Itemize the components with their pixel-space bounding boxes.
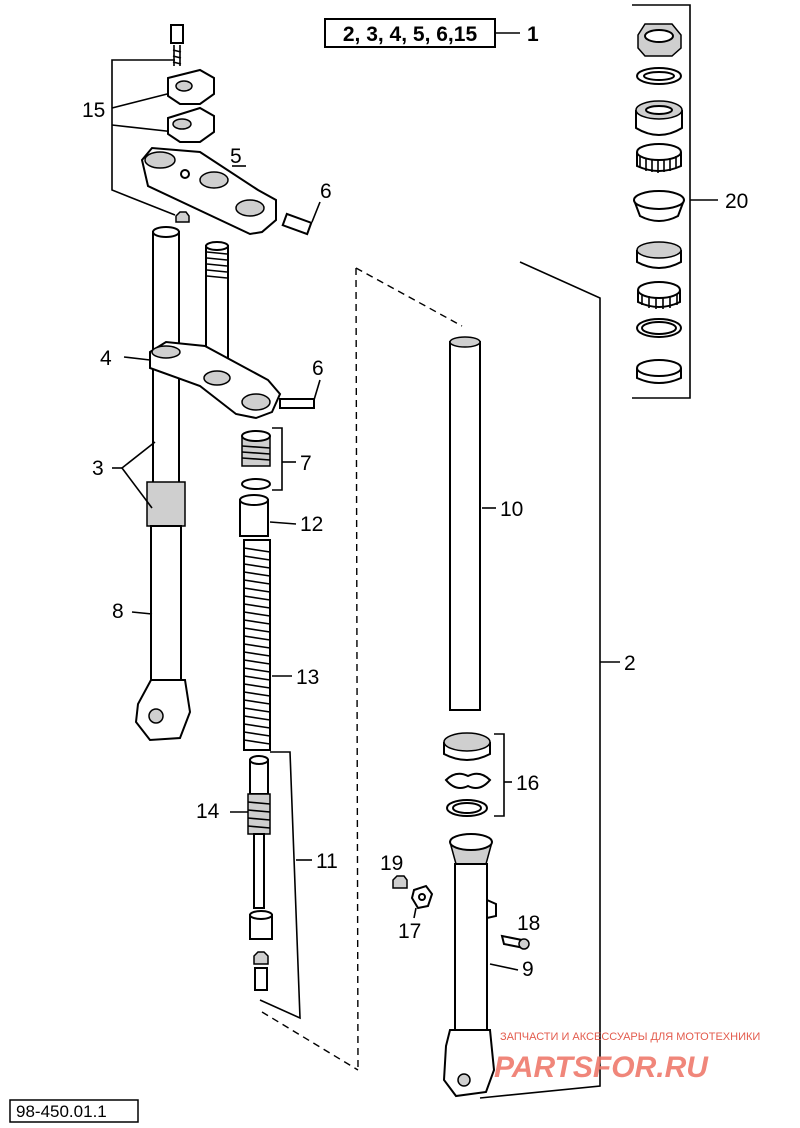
callout-6a: 6 — [320, 180, 332, 203]
watermark-line1: ЗАПЧАСТИ И АКСЕССУАРЫ ДЛЯ МОТОТЕХНИКИ — [500, 1031, 760, 1043]
callout-11: 11 — [316, 850, 338, 873]
assembly-box-text: 2, 3, 4, 5, 6,15 — [343, 23, 478, 46]
callout-18: 18 — [517, 912, 540, 935]
callout-9: 9 — [522, 958, 534, 981]
watermark-line2: PARTSFOR.RU — [494, 1051, 709, 1084]
callout-20: 20 — [725, 190, 748, 213]
left-fork-assembly: 6 4 8 3 — [92, 226, 324, 742]
watermark: ЗАПЧАСТИ И АКСЕССУАРЫ ДЛЯ МОТОТЕХНИКИ PA… — [494, 1031, 760, 1084]
damper-parts: 7 12 13 14 11 — [196, 427, 338, 1020]
reference-number: 98-450.01.1 — [16, 1102, 107, 1121]
top-clamp-group: 15 5 6 — [82, 24, 332, 236]
callout-14: 14 — [196, 800, 220, 823]
callout-19: 19 — [380, 852, 403, 875]
callout-13: 13 — [296, 666, 319, 689]
dash-lines — [261, 267, 463, 1071]
callout-1: 1 — [527, 23, 539, 46]
callout-2: 2 — [624, 652, 636, 675]
callout-15: 15 — [82, 99, 105, 122]
right-fork-parts: 2 10 16 9 19 17 18 — [380, 261, 636, 1099]
callout-7: 7 — [300, 452, 312, 475]
callout-3: 3 — [92, 457, 104, 480]
callout-16: 16 — [516, 772, 539, 795]
callout-4: 4 — [100, 347, 112, 370]
callout-8: 8 — [112, 600, 124, 623]
callout-10: 10 — [500, 498, 523, 521]
callout-17: 17 — [398, 920, 421, 943]
callout-12: 12 — [300, 513, 323, 536]
assembly-box: 2, 3, 4, 5, 6,15 1 — [324, 18, 539, 48]
reference-label: 98-450.01.1 — [9, 1099, 139, 1123]
callout-6b: 6 — [312, 357, 324, 380]
callout-5: 5 — [230, 145, 242, 168]
bearing-kit: 20 — [632, 4, 748, 399]
